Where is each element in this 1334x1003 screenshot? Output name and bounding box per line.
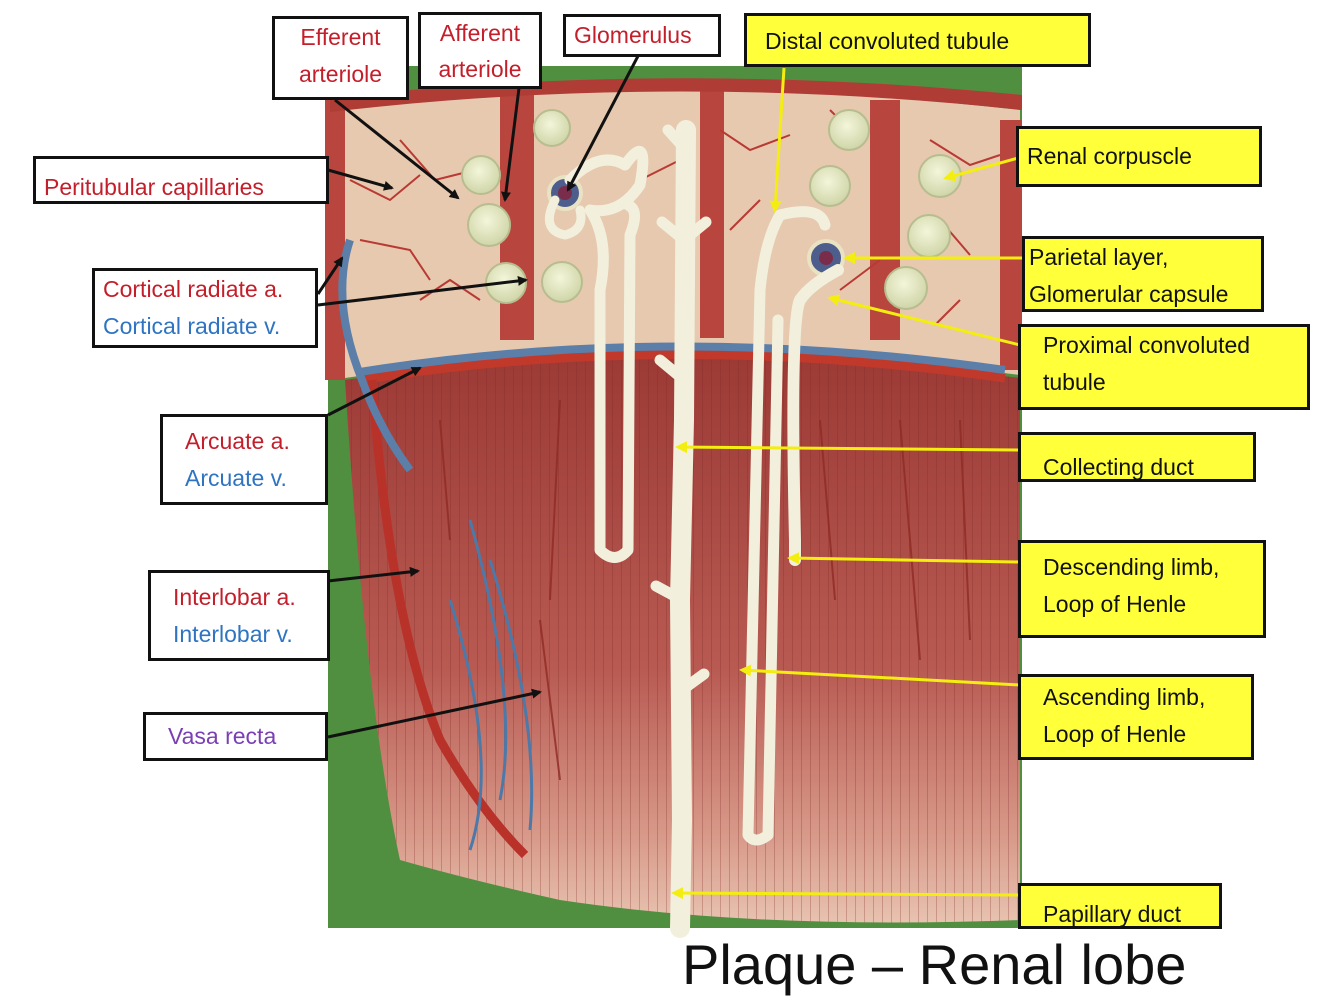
efferent-arteriole-label: Efferent arteriole [272,16,409,100]
proximal-convoluted-tubule-line1: Proximal convoluted [1043,332,1251,358]
parietal-layer-line1: Parietal layer, [1029,244,1169,270]
vasa-recta-loops [448,519,534,851]
ascending-limb-line1: Ascending limb, [1043,684,1206,710]
interlobar-vein [338,238,414,473]
renal-corpuscles [461,109,962,310]
efferent-arteriole-line1: Efferent [300,24,381,50]
proximal-convoluted-tubule-line2: tubule [1043,369,1106,395]
cortical-radiate-artery-text: Cortical radiate a. [103,276,284,302]
glomerulus-label: Glomerulus [563,14,721,57]
afferent-arteriole-label: Afferent arteriole [418,12,542,89]
efferent-arteriole-line2: arteriole [298,61,383,87]
descending-limb-line2: Loop of Henle [1043,591,1187,617]
parietal-layer-label: Parietal layer, Glomerular capsule [1022,236,1264,312]
papillary-duct-label: Papillary duct [1018,883,1222,929]
cortical-radiate-vein-text: Cortical radiate v. [103,313,281,339]
distal-convoluted-tubule-label: Distal convoluted tubule [744,13,1091,67]
medullary-vessels [439,399,971,781]
descending-limb-line1: Descending limb, [1043,554,1220,580]
interlobar-label: Interlobar a. Interlobar v. [148,570,330,661]
collecting-duct-label: Collecting duct [1018,432,1256,482]
arcuate-artery-text: Arcuate a. [185,428,290,454]
page-title: Plaque – Renal lobe [682,933,1187,996]
interlobar-artery [367,379,529,859]
afferent-arteriole-line1: Afferent [439,20,521,46]
renal-corpuscle-label: Renal corpuscle [1016,126,1262,187]
descending-limb-label: Descending limb, Loop of Henle [1018,540,1266,638]
proximal-convoluted-tubule-label: Proximal convoluted tubule [1018,324,1310,410]
vasa-recta-label: Vasa recta [143,712,328,761]
arcuate-vein-text: Arcuate v. [185,465,287,491]
peritubular-capillaries-label: Peritubular capillaries [33,156,329,204]
parietal-layer-line2: Glomerular capsule [1029,281,1229,307]
afferent-arteriole-line2: arteriole [438,56,522,82]
yellow-pointers [671,67,1024,900]
black-pointers [316,55,640,739]
cortical-columns [325,88,1022,380]
nephron-tubules [544,120,844,938]
ascending-limb-line2: Loop of Henle [1043,721,1187,747]
arcuate-label: Arcuate a. Arcuate v. [160,414,328,505]
interlobar-artery-text: Interlobar a. [173,584,296,610]
interlobar-vein-text: Interlobar v. [173,621,293,647]
cortical-radiate-label: Cortical radiate a. Cortical radiate v. [92,268,318,348]
ascending-limb-label: Ascending limb, Loop of Henle [1018,674,1254,760]
